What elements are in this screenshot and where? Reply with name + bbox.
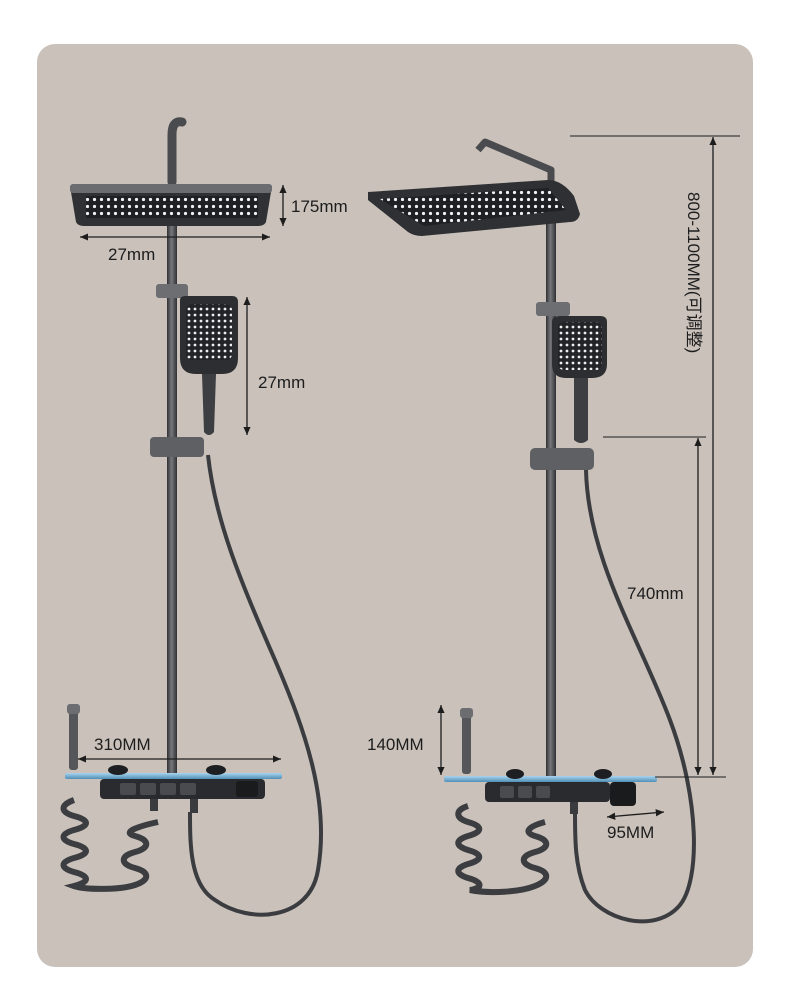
- label-height-range: 800-1100MM(可调整): [684, 192, 703, 353]
- label-spout-height: 140MM: [367, 735, 424, 754]
- front-shower-hose: [188, 454, 324, 917]
- side-glass-shelf: [444, 776, 657, 782]
- label-showerhead-width: 27mm: [108, 245, 155, 264]
- front-view: 175mm 27mm 27mm 310MM: [60, 117, 348, 917]
- side-bidet-sprayer: [455, 708, 550, 896]
- handheld-shower-icon: [180, 296, 238, 435]
- side-view: 800-1100MM(可调整) 740mm 140MM 95MM: [367, 135, 740, 924]
- side-handheld-shower: [552, 316, 607, 443]
- bidet-sprayer-icon: [60, 704, 159, 892]
- label-handheld-length: 27mm: [258, 373, 305, 392]
- side-handheld-holder: [530, 448, 594, 470]
- label-depth: 95MM: [607, 823, 654, 842]
- front-shower-arm: [167, 117, 187, 187]
- front-glass-shelf: [65, 773, 282, 779]
- label-bracket-height: 740mm: [627, 584, 684, 603]
- front-top-slider: [156, 284, 188, 298]
- dim-depth: [606, 809, 665, 820]
- side-thermostatic-mixer: [485, 769, 636, 814]
- front-handheld-holder: [150, 437, 204, 457]
- thermostatic-mixer-icon: [100, 765, 265, 813]
- label-shelf-width: 310MM: [94, 735, 151, 754]
- label-showerhead-thickness: 175mm: [291, 197, 348, 216]
- side-top-slider: [536, 302, 570, 316]
- front-riser-pipe: [167, 220, 177, 780]
- side-riser-pipe: [546, 222, 556, 777]
- rain-showerhead-icon: [70, 184, 272, 226]
- side-shower-hose: [573, 469, 696, 924]
- side-rain-showerhead: [368, 180, 580, 236]
